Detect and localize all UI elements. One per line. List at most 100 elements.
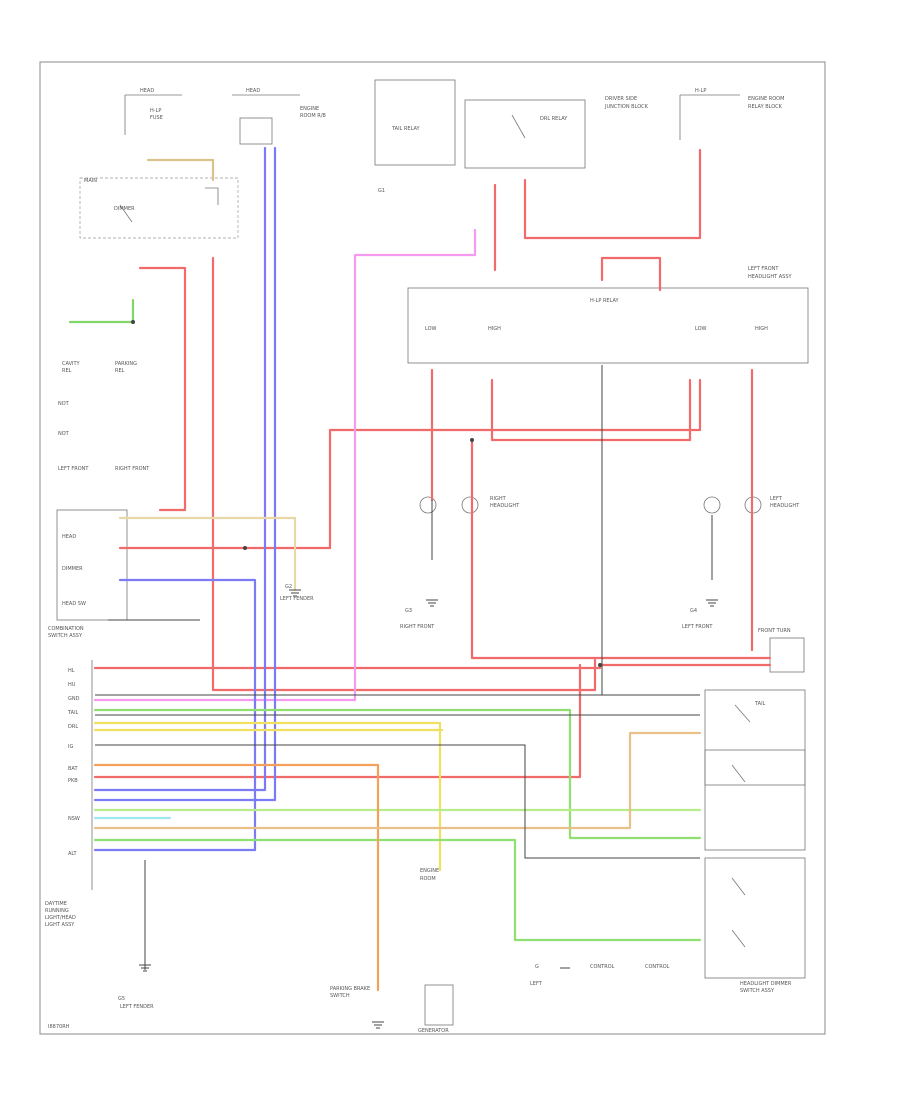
svg-text:ENGINE: ENGINE (300, 106, 319, 112)
svg-text:TAIL: TAIL (67, 710, 79, 716)
svg-text:LOW: LOW (425, 326, 437, 332)
wire-red-relay (600, 256, 662, 292)
svg-text:LEFT: LEFT (530, 981, 543, 987)
svg-text:HEAD: HEAD (246, 88, 260, 94)
svg-text:G2: G2 (285, 584, 292, 590)
svg-text:MAIN: MAIN (84, 178, 97, 184)
svg-text:NSW: NSW (68, 816, 80, 822)
svg-text:CONTROL: CONTROL (645, 964, 670, 970)
svg-text:LIGHT/HEAD: LIGHT/HEAD (45, 915, 76, 921)
svg-text:LEFT FENDER: LEFT FENDER (280, 596, 314, 602)
wire-red-9 (93, 663, 582, 779)
ecu-pin-column: HL HU GND TAIL DRL IG BAT PKB NSW ALT DA… (45, 660, 93, 928)
svg-text:CONTROL: CONTROL (590, 964, 615, 970)
svg-text:TAIL: TAIL (754, 701, 766, 707)
dimmer-relay-box: MAIN DIMMER (79, 177, 239, 239)
svg-text:HIGH: HIGH (755, 326, 768, 332)
splice-dots (131, 320, 602, 667)
svg-text:CAVITY: CAVITY (62, 361, 81, 367)
svg-text:RUNNING: RUNNING (45, 908, 69, 914)
wire-blue-2 (93, 146, 267, 792)
svg-text:G3: G3 (405, 608, 412, 614)
svg-text:G4: G4 (690, 608, 697, 614)
svg-text:HIGH: HIGH (488, 326, 501, 332)
svg-text:G: G (535, 964, 539, 970)
diagram-frame (39, 61, 826, 1035)
wire-red-6 (470, 438, 772, 660)
wire-red-4 (490, 378, 692, 442)
svg-text:FUSE: FUSE (150, 115, 163, 121)
svg-text:SWITCH ASSY: SWITCH ASSY (740, 988, 775, 994)
svg-text:HEAD SW: HEAD SW (62, 601, 86, 607)
svg-text:PARKING: PARKING (115, 361, 137, 367)
svg-text:IG: IG (68, 744, 73, 750)
h-lp-relay-box: H-LP RELAY LEFT FRONT HEADLIGHT ASSY LOW… (407, 266, 809, 364)
svg-text:G1: G1 (378, 188, 385, 194)
svg-text:HU: HU (68, 682, 76, 688)
svg-text:JUNCTION BLOCK: JUNCTION BLOCK (604, 104, 649, 110)
wire-green-left (68, 298, 135, 324)
headlight-lamps: RIGHT HEADLIGHT LEFT HEADLIGHT (419, 496, 800, 514)
svg-text:HL: HL (68, 668, 75, 674)
wire-red-top-right (523, 148, 702, 240)
wire-tan-top (146, 158, 215, 182)
svg-text:PARKING BRAKE: PARKING BRAKE (330, 986, 370, 992)
wire-tan (118, 516, 297, 592)
top-relay-right: DRL RELAY DRIVER SIDE JUNCTION BLOCK (464, 96, 649, 169)
wire-grey-1 (95, 744, 700, 859)
svg-text:HEAD: HEAD (140, 88, 154, 94)
svg-text:LEFT FRONT: LEFT FRONT (58, 466, 89, 472)
top-fuse-right: H-LP ENGINE ROOM RELAY BLOCK (679, 88, 784, 140)
svg-text:NOT: NOT (58, 431, 70, 437)
wire-yellow (93, 721, 442, 872)
svg-text:ROOM: ROOM (420, 876, 436, 882)
bottom-labels: G5 LEFT FENDER PARKING BRAKE SWITCH ENGI… (48, 584, 713, 1034)
svg-text:DRL RELAY: DRL RELAY (540, 116, 568, 122)
svg-text:HEADLIGHT DIMMER: HEADLIGHT DIMMER (740, 981, 792, 987)
svg-text:LOW: LOW (695, 326, 707, 332)
svg-text:NOT: NOT (58, 401, 70, 407)
svg-text:HEADLIGHT: HEADLIGHT (770, 503, 800, 509)
wire-red-1 (138, 266, 187, 512)
svg-text:BAT: BAT (68, 766, 78, 772)
svg-text:TAIL RELAY: TAIL RELAY (391, 126, 421, 132)
svg-text:DRL: DRL (68, 724, 78, 730)
svg-text:DAYTIME: DAYTIME (45, 901, 67, 907)
svg-text:LEFT FRONT: LEFT FRONT (748, 266, 779, 272)
wire-red-3 (118, 378, 702, 550)
wire-blue-1 (93, 146, 277, 802)
wire-red-8 (93, 663, 772, 670)
svg-text:RIGHT: RIGHT (490, 496, 507, 502)
wire-green-1 (93, 708, 702, 840)
svg-text:RELAY BLOCK: RELAY BLOCK (748, 104, 783, 110)
svg-text:ENGINE: ENGINE (420, 868, 439, 874)
svg-text:LIGHT ASSY: LIGHT ASSY (45, 922, 75, 928)
svg-text:HEAD: HEAD (62, 534, 76, 540)
svg-text:LEFT FRONT: LEFT FRONT (682, 624, 713, 630)
svg-text:GENERATOR: GENERATOR (418, 1028, 449, 1034)
top-relay-box: TAIL RELAY G1 (374, 79, 456, 194)
svg-text:H-LP: H-LP (695, 88, 706, 94)
svg-text:HEADLIGHT: HEADLIGHT (490, 503, 520, 509)
svg-text:REL: REL (115, 368, 125, 374)
svg-text:GND: GND (68, 696, 80, 702)
svg-text:DIMMER: DIMMER (62, 566, 83, 572)
svg-text:SWITCH ASSY: SWITCH ASSY (48, 633, 83, 639)
svg-text:H-LP: H-LP (150, 108, 161, 114)
svg-text:DIMMER: DIMMER (114, 206, 135, 212)
wire-red-2 (211, 256, 597, 692)
top-fuse-mid: HEAD ENGINE ROOM R/B (232, 88, 326, 145)
wire-pink (93, 228, 477, 702)
svg-text:G5: G5 (118, 996, 125, 1002)
top-fuse-left: HEAD H-LP FUSE (124, 88, 182, 135)
svg-text:LEFT FENDER: LEFT FENDER (120, 1004, 154, 1010)
svg-text:H-LP RELAY: H-LP RELAY (590, 298, 620, 304)
wire-tan-low (93, 731, 702, 830)
svg-text:HEADLIGHT ASSY: HEADLIGHT ASSY (748, 274, 792, 280)
svg-text:I8870RH: I8870RH (48, 1024, 70, 1030)
svg-text:COMBINATION: COMBINATION (48, 626, 84, 632)
svg-text:FRONT TURN: FRONT TURN (758, 628, 791, 634)
wire-orange (93, 763, 380, 992)
svg-text:ALT: ALT (68, 851, 78, 857)
